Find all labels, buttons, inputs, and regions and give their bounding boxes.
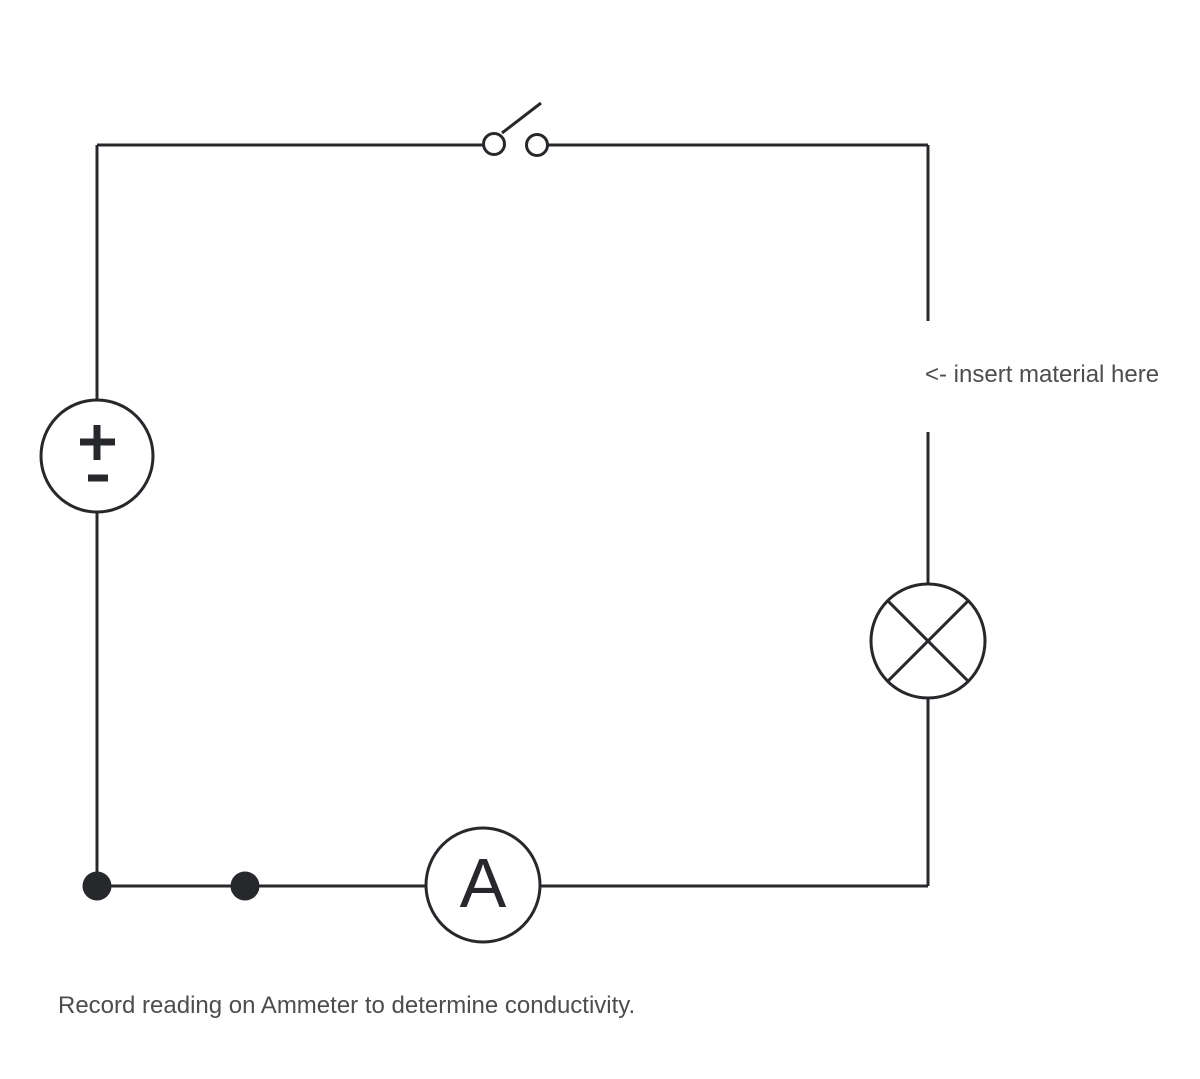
battery-icon <box>39 398 155 514</box>
switch-icon <box>482 101 549 157</box>
lamp-cross-stroke-2 <box>886 599 970 683</box>
junction-dot-left <box>82 871 112 901</box>
ammeter-body <box>424 826 542 944</box>
insert-material-label: <- insert material here <box>925 361 1159 388</box>
instruction-label: Record reading on Ammeter to determine c… <box>58 992 635 1019</box>
lamp-icon <box>869 582 987 700</box>
switch-lever <box>501 101 542 135</box>
junction-dot-right <box>230 871 260 901</box>
ammeter-icon: A <box>424 826 542 944</box>
switch-contact-right <box>525 133 549 157</box>
ammeter-label: A <box>460 844 507 922</box>
switch-contact-left <box>482 132 506 156</box>
battery-plus-icon <box>80 425 115 460</box>
